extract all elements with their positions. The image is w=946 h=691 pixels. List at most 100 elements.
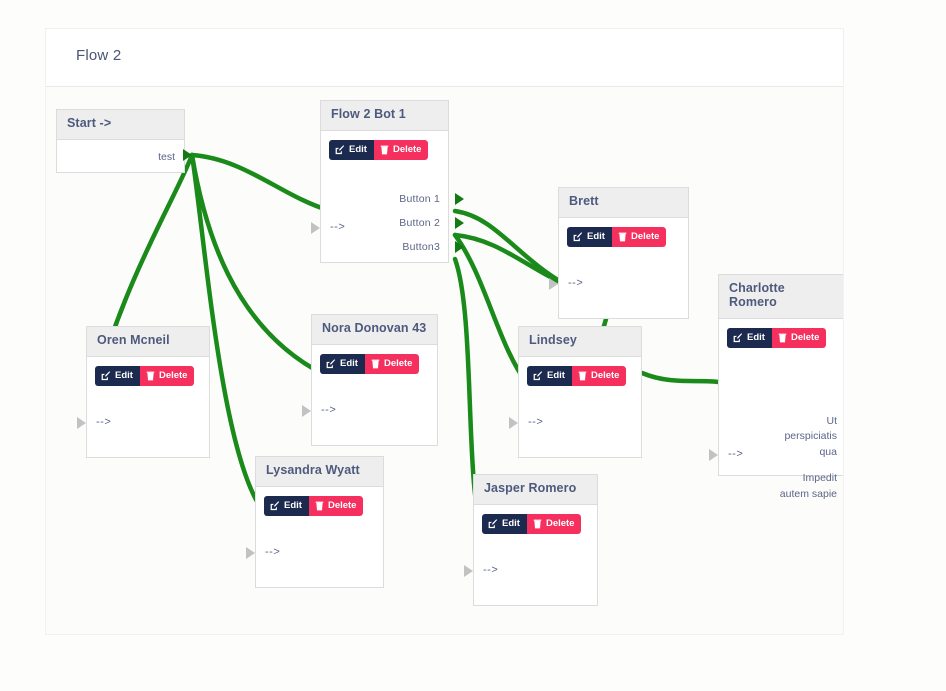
node-title: Start ->	[57, 110, 184, 140]
output-port-marker	[455, 240, 464, 253]
delete-button[interactable]: Delete	[571, 365, 627, 386]
output-port-3[interactable]: Button3	[402, 241, 440, 254]
input-port[interactable]: -->	[330, 220, 346, 233]
input-port[interactable]: -->	[321, 403, 337, 416]
delete-button-label: Delete	[158, 370, 188, 381]
edit-button-label: Edit	[547, 370, 565, 381]
edit-button-label: Edit	[587, 231, 605, 242]
delete-button[interactable]: Delete	[308, 495, 364, 516]
node-title: Lindsey	[519, 327, 641, 357]
node-actions: Edit Delete	[727, 327, 827, 348]
input-port-marker	[549, 277, 558, 290]
delete-button-label: Delete	[545, 518, 575, 529]
input-port[interactable]: -->	[96, 415, 112, 428]
trash-icon	[533, 519, 542, 529]
output-port-test[interactable]: test	[158, 150, 175, 163]
delete-button[interactable]: Delete	[611, 226, 667, 247]
trash-icon	[146, 371, 155, 381]
edit-button-label: Edit	[340, 358, 358, 369]
input-port-marker	[77, 416, 86, 429]
page-title: Flow 2	[76, 47, 122, 64]
node-title: Oren Mcneil	[87, 327, 209, 357]
trash-icon	[315, 501, 324, 511]
edge-start-test-to-flow2bot1-in	[189, 152, 334, 214]
output-port-marker	[455, 216, 464, 229]
node-body: Edit Delete -->	[549, 218, 688, 319]
input-port[interactable]: -->	[483, 563, 499, 576]
edit-button-label: Edit	[349, 144, 367, 155]
trash-icon	[380, 145, 389, 155]
output-port-1[interactable]: Button 1	[399, 192, 440, 205]
node-body: Edit Delete -->	[77, 357, 209, 458]
edit-button[interactable]: Edit	[527, 365, 572, 386]
edit-button[interactable]: Edit	[95, 365, 140, 386]
pencil-square-icon	[326, 359, 336, 369]
node-start[interactable]: Start -> test	[56, 109, 192, 173]
edit-button-label: Edit	[502, 518, 520, 529]
pencil-square-icon	[270, 501, 280, 511]
node-title: Jasper Romero	[474, 475, 597, 505]
output-ports: Button 1 Button 2 Button3	[399, 191, 440, 264]
delete-button[interactable]: Delete	[139, 365, 195, 386]
edit-button[interactable]: Edit	[567, 226, 612, 247]
output-port-2[interactable]: Button 2	[399, 217, 440, 230]
input-port[interactable]: -->	[528, 415, 544, 428]
input-port-marker	[311, 221, 320, 234]
node-actions: Edit Delete	[482, 513, 582, 534]
trash-icon	[371, 359, 380, 369]
node-actions: Edit Delete	[329, 139, 429, 160]
node-actions: Edit Delete	[527, 365, 627, 386]
edit-button[interactable]: Edit	[727, 327, 772, 348]
edge-flow2bot1-button1-to-brett-in	[452, 208, 571, 289]
trash-icon	[778, 333, 787, 343]
output-port-marker	[183, 148, 192, 161]
node-title: Brett	[559, 188, 688, 218]
trash-icon	[578, 371, 587, 381]
input-port[interactable]: -->	[568, 276, 584, 289]
node-actions: Edit Delete	[95, 365, 195, 386]
edit-button-label: Edit	[747, 331, 765, 343]
input-port[interactable]: -->	[265, 545, 281, 558]
delete-button[interactable]: Delete	[771, 327, 827, 348]
delete-button[interactable]: Delete	[526, 513, 582, 534]
input-port-marker	[509, 416, 518, 429]
delete-button[interactable]: Delete	[373, 139, 429, 160]
input-port-marker	[464, 564, 473, 577]
delete-button-label: Delete	[590, 370, 620, 381]
node-body: Edit Delete -->	[464, 505, 597, 606]
node-actions: Edit Delete	[320, 353, 420, 374]
input-port-marker	[246, 546, 255, 559]
edge-start-test-to-nora-in	[189, 152, 326, 377]
edit-button[interactable]: Edit	[264, 495, 309, 516]
pencil-square-icon	[733, 332, 743, 343]
input-port-marker	[302, 404, 311, 417]
node-body: Edit Delete -->	[246, 487, 383, 588]
pencil-square-icon	[488, 519, 498, 529]
output-port-1[interactable]: Ut perspiciatis qua	[784, 414, 837, 459]
output-port-2[interactable]: Impedit autem sapie	[779, 471, 837, 500]
delete-button-label: Delete	[327, 500, 357, 511]
edge-lindsey-out-to-charlotte-in	[639, 370, 731, 387]
node-title: Lysandra Wyatt	[256, 457, 383, 487]
input-port-marker	[709, 448, 718, 461]
pencil-square-icon	[573, 232, 583, 242]
delete-button-label: Delete	[630, 231, 660, 242]
trash-icon	[618, 232, 627, 242]
node-body: Edit Delete -->	[302, 345, 437, 446]
delete-button[interactable]: Delete	[364, 353, 420, 374]
edit-button[interactable]: Edit	[482, 513, 527, 534]
edit-button[interactable]: Edit	[320, 353, 365, 374]
input-port[interactable]: -->	[728, 447, 744, 460]
edit-button[interactable]: Edit	[329, 139, 374, 160]
